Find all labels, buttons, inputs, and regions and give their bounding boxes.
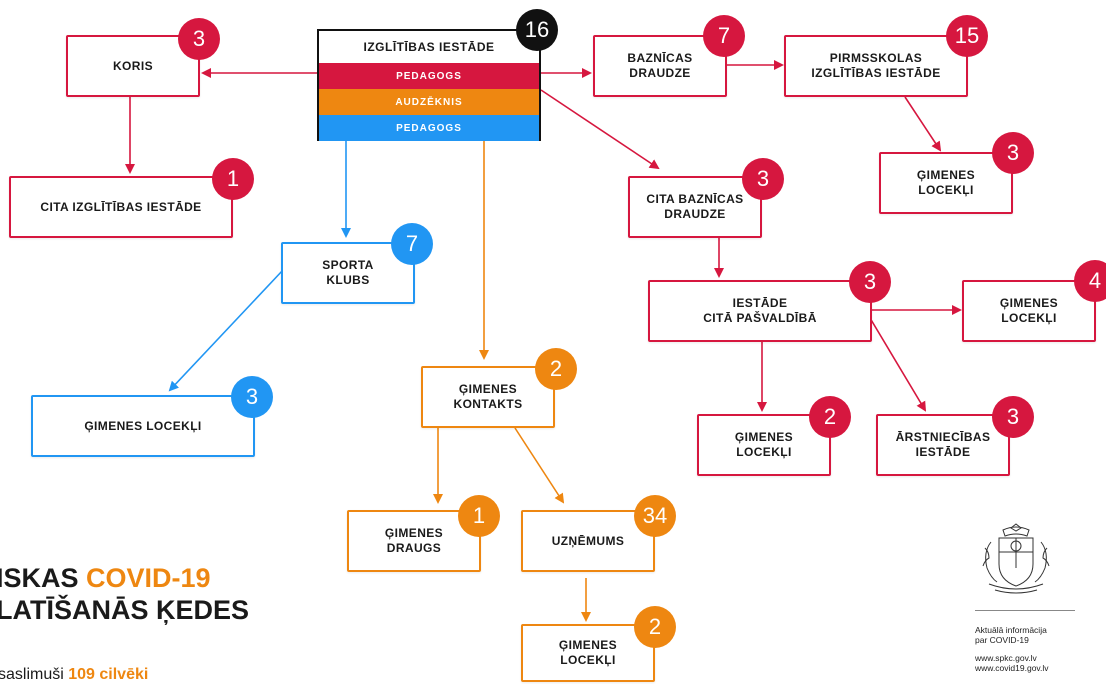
node-gimenes-locekli-pirmsskolas: ĢIMENES LOCEKĻI [879,152,1013,214]
hub-row-audzeknis: AUDZĒKNIS [319,89,539,115]
node-gimenes-kontakts: ĢIMENES KONTAKTS [421,366,555,428]
arrow-iestade-arstniecibas [869,317,927,412]
badge-gimenes-locekli-blue: 3 [231,376,273,418]
poster-subtitle: saslimuši 109 cilvēki [0,666,148,684]
badge-iestade-cita: 3 [849,261,891,303]
badge-gimenes-locekli-orange: 2 [634,606,676,648]
subtitle-accent: 109 cilvēki [68,666,149,683]
info-site-covid19[interactable]: www.covid19.gov.lv [975,663,1049,673]
arrow-sporta-gimenes [168,269,284,392]
hub-row-pedagogs-blue: PEDAGOGS [319,115,539,141]
poster-title: ISKAS COVID-19 LATĪŠANĀS ĶEDES [0,562,249,626]
hub-row-pedagogs-red: PEDAGOGS [319,63,539,89]
hub-izglitibas-iestade: IZGLĪTĪBAS IESTĀDE PEDAGOGS AUDZĒKNIS PE… [317,29,541,141]
subtitle-prefix: saslimuši [0,666,69,683]
badge-pirmsskolas: 15 [946,15,988,57]
hub-count-badge: 16 [516,9,558,51]
badge-gimenes-kontakts: 2 [535,348,577,390]
latvia-coat-of-arms-icon [982,523,1050,594]
node-gimenes-locekli-orange: ĢIMENES LOCEKĻI [521,624,655,682]
badge-cita-baznicas: 3 [742,158,784,200]
arrow-hub-cita-baznicas [540,89,660,170]
badge-sporta-klubs: 7 [391,223,433,265]
info-sites: www.spkc.gov.lv www.covid19.gov.lv [975,653,1075,673]
node-iestade-cita-pasvaldiba: IESTĀDE CITĀ PAŠVALDĪBĀ [648,280,872,342]
info-text: Aktuālā informācija par COVID-19 [975,625,1047,645]
node-uznemums: UZŅĒMUMS [521,510,655,572]
node-koris: KORIS [66,35,200,97]
arrow-kontakts-uznemums [514,427,565,504]
title-accent: COVID-19 [86,563,211,593]
node-arstniecibas-iestade: ĀRSTNIECĪBAS IESTĀDE [876,414,1010,476]
node-gimenes-locekli-right: ĢIMENES LOCEKĻI [962,280,1096,342]
badge-koris: 3 [178,18,220,60]
badge-uznemums: 34 [634,495,676,537]
hub-title: IZGLĪTĪBAS IESTĀDE [363,40,495,54]
badge-gimenes-locekli-iestade: 2 [809,396,851,438]
badge-cita-izglitibas: 1 [212,158,254,200]
info-block: Aktuālā informācija par COVID-19 www.spk… [975,610,1075,673]
node-pirmsskolas: PIRMSSKOLAS IZGLĪTĪBAS IESTĀDE [784,35,968,97]
node-gimenes-locekli-blue: ĢIMENES LOCEKĻI [31,395,255,457]
title-line-2: LATĪŠANĀS ĶEDES [0,595,250,625]
badge-baznicas-draudze: 7 [703,15,745,57]
node-gimenes-locekli-iestade: ĢIMENES LOCEKĻI [697,414,831,476]
node-gimenes-draugs: ĢIMENES DRAUGS [347,510,481,572]
node-cita-izglitibas-iestade: CITA IZGLĪTĪBAS IESTĀDE [9,176,233,238]
info-site-spkc[interactable]: www.spkc.gov.lv [975,653,1037,663]
badge-gimenes-draugs: 1 [458,495,500,537]
title-line-1: ISKAS COVID-19 [0,562,249,594]
badge-arstniecibas: 3 [992,396,1034,438]
badge-gimenes-locekli-right: 4 [1074,260,1106,302]
arrow-pirms-gimenes [904,96,942,152]
title-prefix: ISKAS [0,563,87,593]
badge-gimenes-locekli-pirmsskolas: 3 [992,132,1034,174]
node-cita-baznicas-draudze: CITA BAZNĪCAS DRAUDZE [628,176,762,238]
